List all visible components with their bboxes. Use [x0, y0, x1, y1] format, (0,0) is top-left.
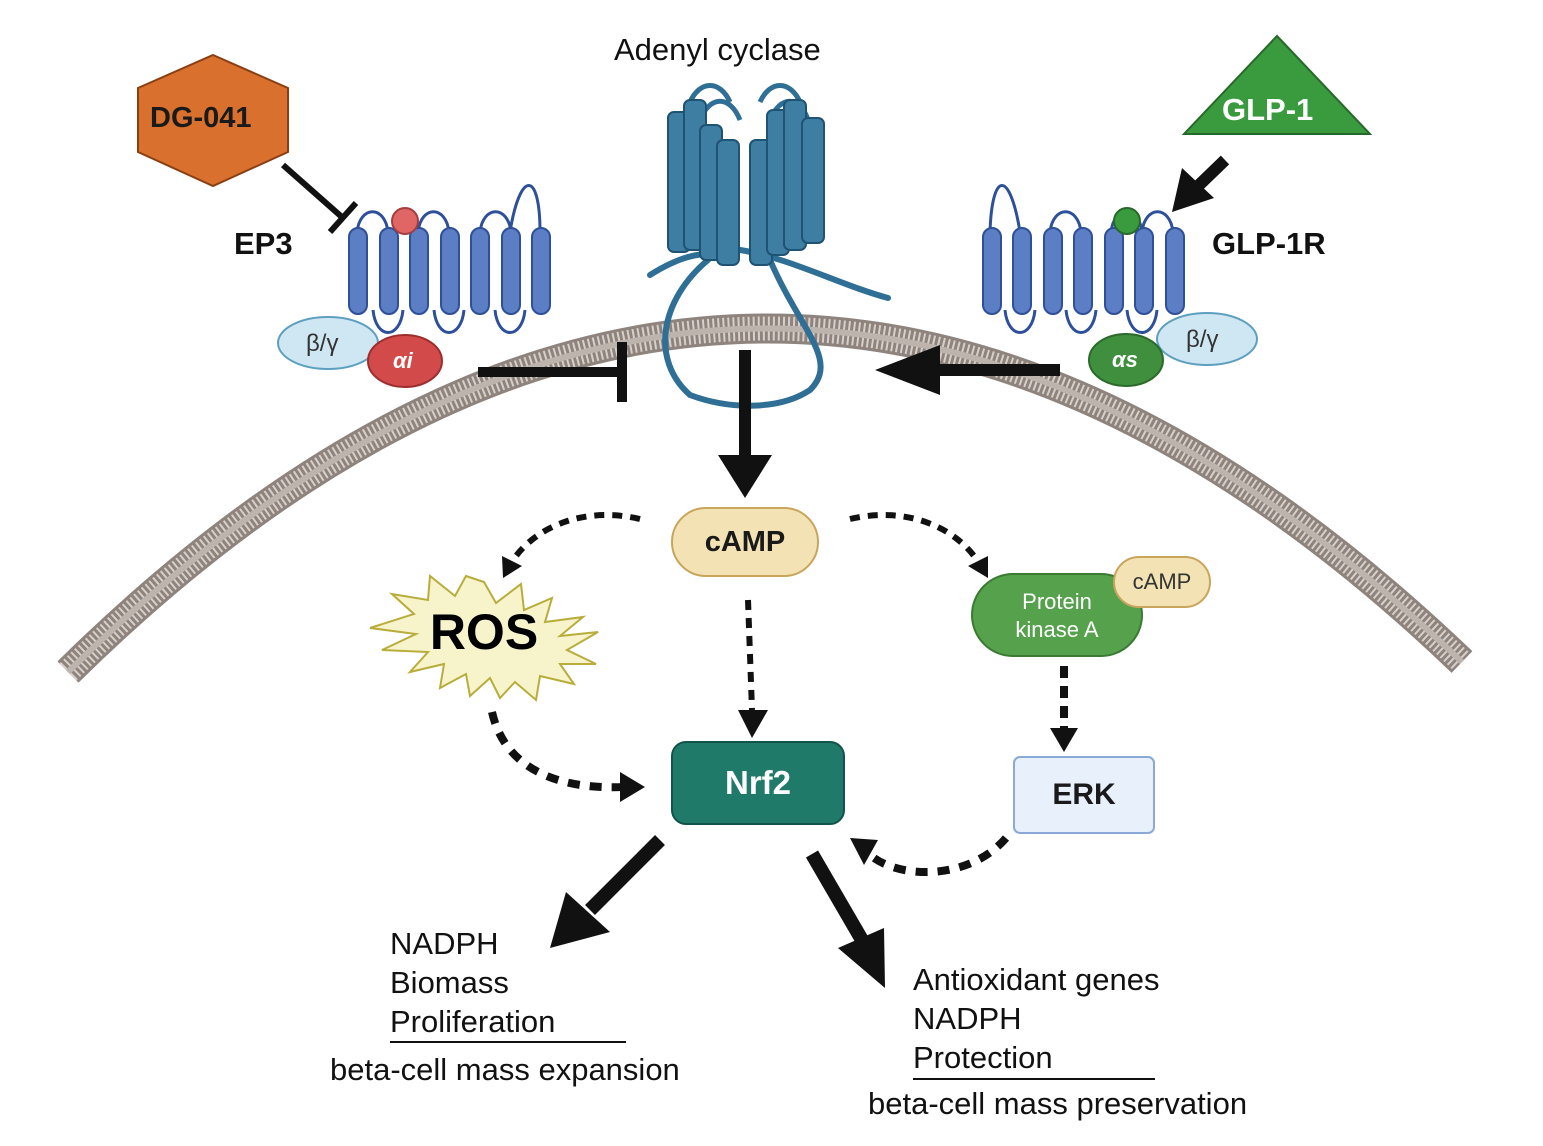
outcome-right-item: NADPH	[913, 1001, 1022, 1036]
outcome-right-list: Antioxidant genes NADPH Protection	[913, 960, 1159, 1077]
pka-camp-pill	[1113, 556, 1211, 608]
beta-gamma-left-label: β/γ	[306, 330, 339, 357]
outcome-left-list: NADPH Biomass Proliferation	[390, 924, 555, 1041]
glp1-label: GLP-1	[1222, 92, 1314, 127]
ac-to-camp-arrow	[718, 350, 772, 498]
camp-to-nrf2-dashed	[738, 599, 768, 738]
outcome-left-item: Biomass	[390, 965, 509, 1000]
glp1r-g-protein	[1088, 312, 1258, 387]
ep3-receptor	[348, 184, 551, 334]
ros-starburst	[369, 574, 599, 702]
outcome-right-item: Protection	[913, 1040, 1053, 1075]
nrf2-to-expansion-arrow	[550, 835, 665, 948]
ros-label: ROS	[429, 604, 539, 660]
pka-label-line2: kinase A	[1015, 617, 1099, 642]
camp-label: cAMP	[704, 525, 786, 558]
camp-to-ros-dashed	[502, 512, 641, 578]
nrf2-box	[671, 741, 845, 825]
ros-to-nrf2-dashed	[488, 711, 645, 802]
beta-gamma-right-label: β/γ	[1186, 326, 1219, 353]
erk-box	[1013, 756, 1155, 834]
adenyl-cyclase	[647, 83, 891, 409]
outcome-left-result: beta-cell mass expansion	[330, 1052, 680, 1087]
outcome-right-rule	[913, 1078, 1155, 1080]
outcome-left-item: Proliferation	[390, 1004, 556, 1039]
adenyl-cyclase-label: Adenyl cyclase	[614, 32, 821, 67]
pka-label-line1: Protein	[1022, 589, 1092, 614]
nrf2-to-preservation-arrow	[805, 850, 885, 988]
pka-camp-label: cAMP	[1132, 569, 1192, 594]
camp-pill	[671, 507, 819, 577]
erk-to-nrf2-dashed	[850, 835, 1010, 876]
pka-pill	[971, 573, 1143, 657]
outcome-left-rule	[390, 1041, 626, 1043]
erk-label: ERK	[1052, 778, 1116, 811]
ep3-g-protein	[277, 316, 443, 388]
outcome-right-result: beta-cell mass preservation	[868, 1086, 1248, 1121]
outcome-right-item: Antioxidant genes	[913, 962, 1160, 997]
alpha-s-label: αs	[1112, 347, 1138, 372]
cell-membrane	[57, 313, 1473, 683]
glp1r-receptor	[982, 184, 1185, 334]
outcome-left-item: NADPH	[390, 926, 499, 961]
camp-to-pka-dashed	[849, 512, 988, 578]
dg041-inhibition	[281, 162, 359, 235]
nrf2-label: Nrf2	[724, 764, 792, 801]
glp1r-activation-arrow	[875, 345, 1060, 395]
dg041-label: DG-041	[150, 102, 252, 134]
ep3-label: EP3	[234, 226, 293, 261]
alpha-i-label: αi	[393, 348, 413, 373]
glp1-activation-arrow	[1172, 155, 1230, 212]
dg041-hexagon	[137, 53, 289, 188]
pka-label: Protein kinase A	[990, 586, 1124, 646]
glp1r-label: GLP-1R	[1212, 226, 1326, 261]
pka-to-erk-dashed	[1050, 666, 1078, 752]
glp1-triangle	[1181, 34, 1373, 135]
ep3-inhibition-arrow	[478, 342, 627, 402]
